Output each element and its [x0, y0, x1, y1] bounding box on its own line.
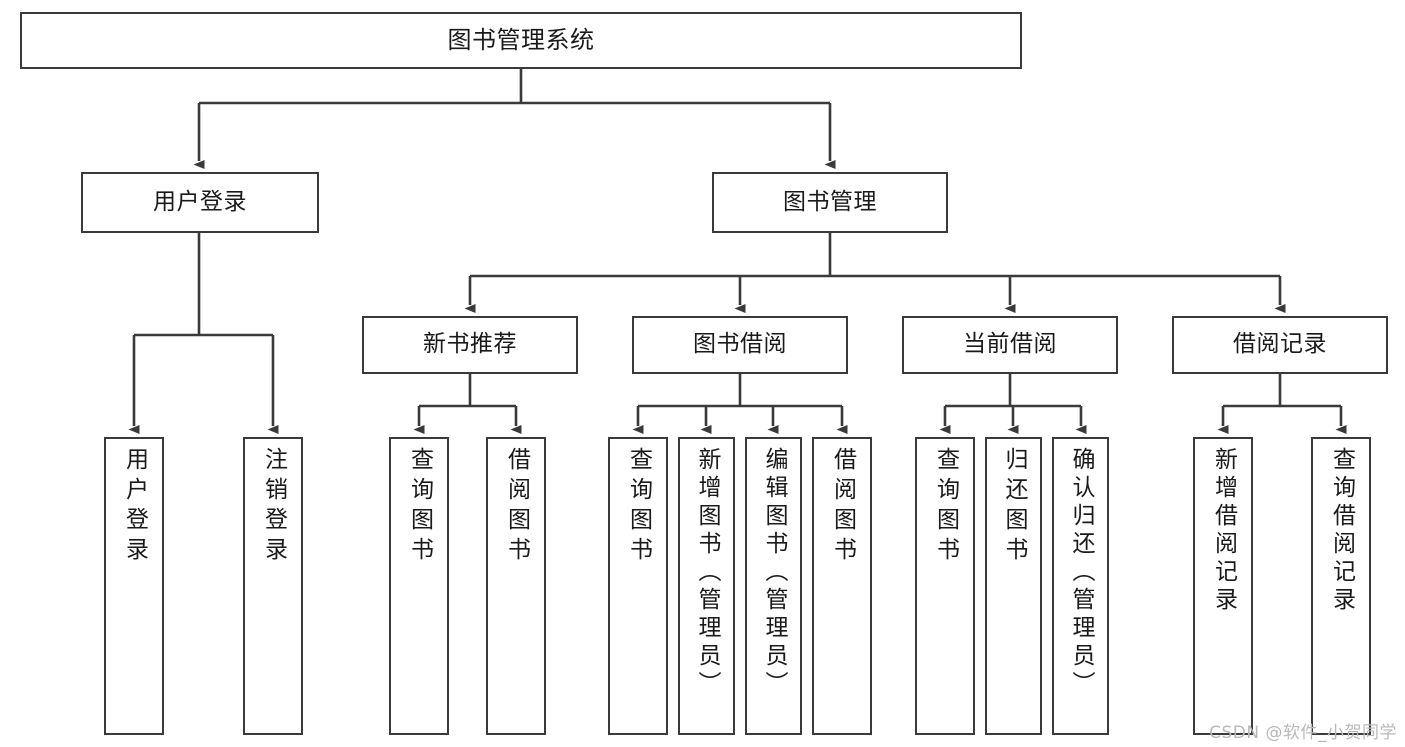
leaf-node-label: 新增借阅记录 [1210, 447, 1237, 615]
leaf-node[interactable]: 确认归还（管理员） [1052, 437, 1109, 735]
leaf-node[interactable]: 借阅图书 [812, 437, 872, 735]
leaf-node[interactable]: 查询图书 [608, 437, 668, 735]
leaf-node[interactable]: 归还图书 [985, 437, 1042, 735]
leaf-node-label: 借阅图书 [829, 447, 856, 567]
leaf-node-label: 确认归还（管理员） [1068, 447, 1094, 699]
leaf-node-label: 归还图书 [1001, 447, 1027, 567]
node-root-label: 图书管理系统 [447, 26, 595, 55]
node-user-login[interactable]: 用户登录 [81, 172, 319, 233]
node-book-borrow-label: 图书借阅 [693, 331, 787, 358]
leaf-node-label: 查询图书 [625, 447, 652, 567]
leaf-node-label: 编辑图书（管理员） [761, 447, 787, 699]
node-book-borrow[interactable]: 图书借阅 [632, 316, 848, 374]
node-user-login-label: 用户登录 [153, 188, 247, 215]
leaf-node-label: 新增图书（管理员） [694, 447, 720, 699]
node-new-book-recommend-label: 新书推荐 [423, 331, 517, 358]
leaf-node[interactable]: 查询图书 [915, 437, 975, 735]
node-root[interactable]: 图书管理系统 [20, 12, 1022, 69]
leaf-node[interactable]: 借阅图书 [486, 437, 546, 735]
leaf-node[interactable]: 查询借阅记录 [1311, 437, 1371, 735]
node-borrow-record[interactable]: 借阅记录 [1172, 316, 1388, 374]
node-current-borrow-label: 当前借阅 [963, 331, 1057, 358]
leaf-node[interactable]: 查询图书 [389, 437, 449, 735]
node-new-book-recommend[interactable]: 新书推荐 [362, 316, 578, 374]
node-current-borrow[interactable]: 当前借阅 [902, 316, 1118, 374]
watermark: CSDN @软件_小贺同学 [1209, 723, 1397, 743]
leaf-node-label: 查询图书 [406, 447, 433, 567]
leaf-node-label: 查询图书 [932, 447, 959, 567]
node-book-management[interactable]: 图书管理 [712, 172, 948, 233]
node-borrow-record-label: 借阅记录 [1233, 331, 1327, 358]
leaf-node-label: 借阅图书 [503, 447, 530, 567]
node-book-management-label: 图书管理 [783, 188, 877, 215]
leaf-node[interactable]: 新增图书（管理员） [678, 437, 735, 735]
leaf-node-label: 注销登录 [260, 447, 287, 567]
leaf-node[interactable]: 注销登录 [243, 437, 303, 735]
leaf-node-label: 查询借阅记录 [1328, 447, 1355, 615]
leaf-node-label: 用户登录 [121, 447, 148, 567]
leaf-node[interactable]: 编辑图书（管理员） [745, 437, 802, 735]
leaf-node[interactable]: 新增借阅记录 [1193, 437, 1253, 735]
leaf-node[interactable]: 用户登录 [104, 437, 164, 735]
